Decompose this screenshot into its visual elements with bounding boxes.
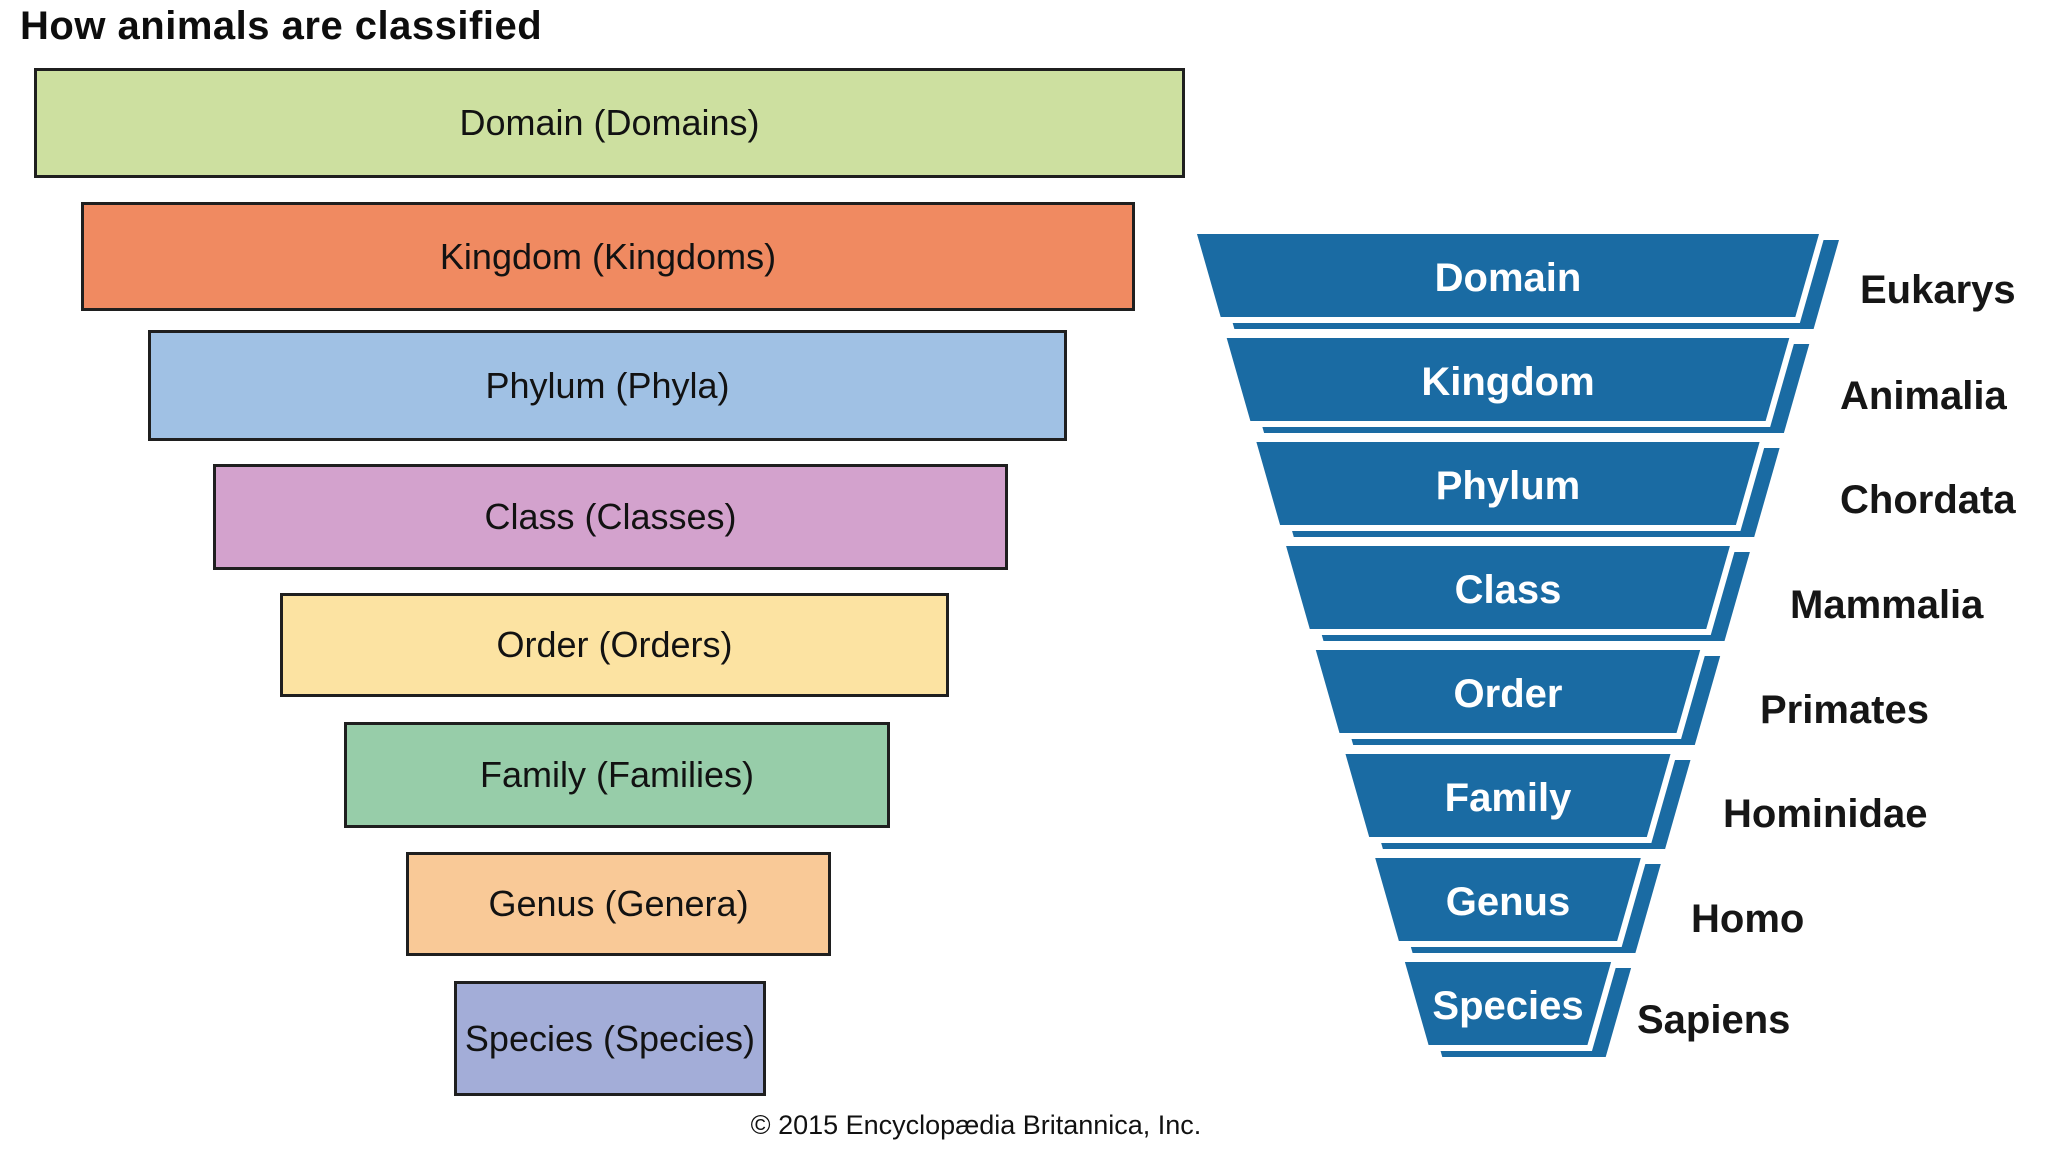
example-label-phylum: Chordata — [1840, 478, 2016, 522]
example-label-kingdom: Animalia — [1840, 374, 2007, 418]
funnel-label-genus: Genus — [1446, 880, 1570, 924]
bar-phylum: Phylum (Phyla) — [148, 330, 1067, 441]
classification-funnel: Domain Kingdom Phylum Class Order Family — [1189, 228, 1839, 1057]
bar-phylum-label: Phylum (Phyla) — [485, 364, 730, 406]
funnel-segment-domain: Domain — [1189, 228, 1839, 329]
example-label-genus: Homo — [1691, 897, 1805, 941]
funnel-segment-genus: Genus — [1367, 852, 1661, 953]
bar-genus: Genus (Genera) — [406, 852, 831, 956]
funnel-label-species: Species — [1432, 984, 1583, 1028]
bar-class-label: Class (Classes) — [484, 496, 737, 537]
bar-order: Order (Orders) — [280, 593, 949, 697]
bar-species-label: Species (Species) — [464, 1017, 756, 1059]
funnel-segment-kingdom: Kingdom — [1218, 332, 1810, 433]
example-label-domain: Eukarys — [1860, 268, 2016, 312]
copyright-notice: © 2015 Encyclopædia Britannica, Inc. — [750, 1110, 1202, 1140]
funnel-label-class: Class — [1455, 568, 1562, 612]
funnel-segment-order: Order — [1307, 644, 1721, 745]
funnel-label-phylum: Phylum — [1436, 464, 1580, 508]
bar-order-label: Order (Orders) — [496, 624, 733, 665]
bar-species: Species (Species) — [454, 981, 766, 1096]
example-label-order: Primates — [1760, 688, 1929, 732]
bar-domain-label: Domain (Domains) — [459, 102, 760, 143]
funnel-label-order: Order — [1454, 672, 1563, 716]
funnel-segment-phylum: Phylum — [1248, 436, 1780, 537]
example-label-family: Hominidae — [1723, 792, 1928, 836]
funnel-label-kingdom: Kingdom — [1421, 360, 1594, 404]
bar-family: Family (Families) — [344, 722, 890, 828]
bar-class: Class (Classes) — [213, 464, 1008, 570]
bar-kingdom: Kingdom (Kingdoms) — [81, 202, 1135, 311]
bar-family-label: Family (Families) — [480, 754, 754, 795]
example-label-species: Sapiens — [1637, 998, 1791, 1042]
funnel-segment-class: Class — [1278, 540, 1750, 641]
page-title: How animals are classified — [20, 4, 543, 48]
example-label-class: Mammalia — [1790, 583, 1984, 627]
funnel-segment-family: Family — [1337, 748, 1691, 849]
funnel-segment-species: Species — [1396, 956, 1632, 1057]
funnel-label-family: Family — [1445, 776, 1572, 820]
bar-kingdom-label: Kingdom (Kingdoms) — [439, 235, 777, 277]
funnel-label-domain: Domain — [1435, 256, 1582, 300]
bar-genus-label: Genus (Genera) — [488, 883, 749, 924]
bar-domain: Domain (Domains) — [34, 68, 1185, 178]
